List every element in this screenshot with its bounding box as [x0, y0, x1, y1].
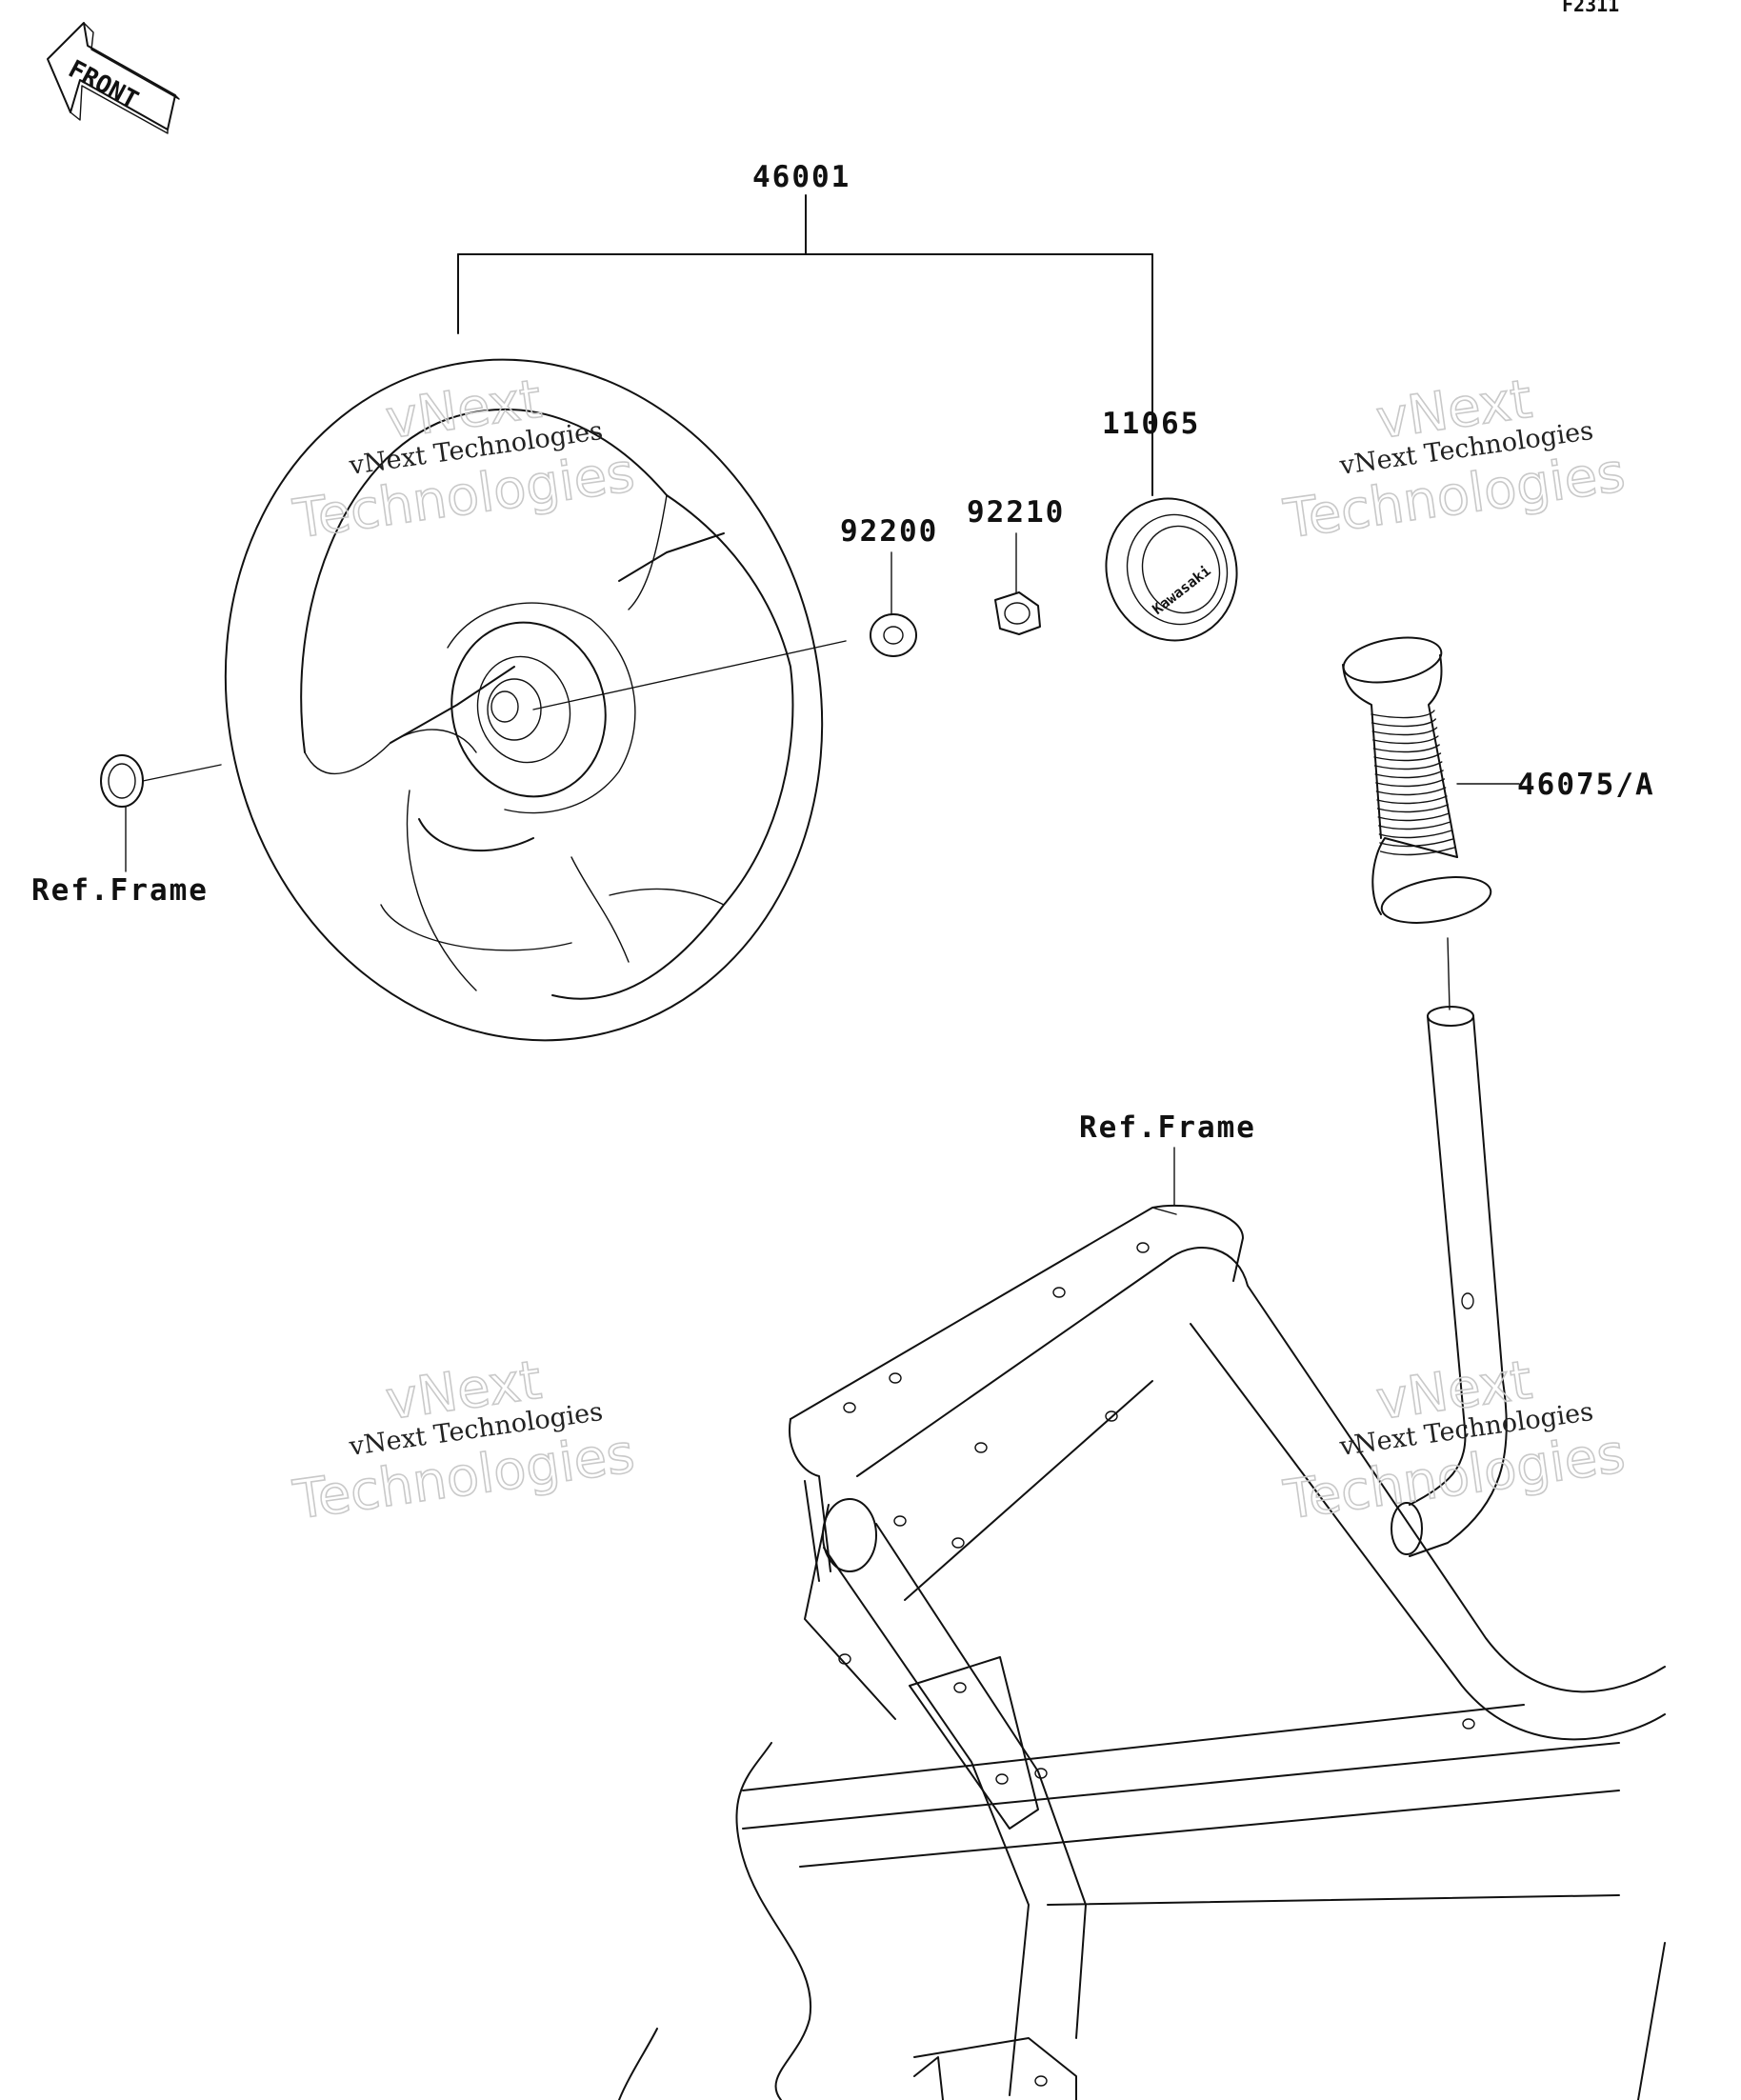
grip-rib: [1373, 761, 1443, 770]
grip-rib: [1378, 830, 1452, 839]
frame-hole: [953, 1682, 967, 1693]
part-number-92200[interactable]: 92200: [840, 514, 938, 549]
front-label: FRONT: [64, 55, 143, 115]
grip-46075a: [1342, 636, 1520, 924]
emblem-11065: Kawasaki: [1105, 437, 1238, 642]
part-number-11065[interactable]: 11065: [1102, 407, 1200, 441]
grip-rib: [1372, 744, 1440, 753]
part-number-92210[interactable]: 92210: [967, 495, 1065, 530]
frame-hole: [1034, 1768, 1048, 1779]
frame-hole: [1034, 2075, 1048, 2087]
leader-washer: [532, 640, 847, 710]
steering-wheel: [224, 358, 824, 1042]
grip-rib: [1379, 847, 1455, 856]
grip-rib: [1373, 752, 1442, 762]
grip-rib: [1375, 787, 1447, 796]
part-number-46075a[interactable]: 46075/A: [1517, 768, 1655, 802]
frame-hole: [843, 1402, 856, 1413]
vehicle-frame: [618, 1204, 1666, 2100]
grip-rib: [1371, 710, 1435, 719]
grip-ribs: [1371, 710, 1455, 856]
ref-frame-left[interactable]: Ref.Frame: [31, 873, 209, 908]
grip-rib: [1377, 812, 1451, 822]
frame-hole: [974, 1442, 988, 1453]
grip-rib: [1371, 727, 1438, 736]
frame-holes: [838, 1242, 1475, 2087]
grip-rib: [1376, 795, 1448, 805]
nut-92210: [994, 532, 1041, 635]
diagram-code: F2311: [1562, 0, 1619, 16]
frame-hole: [838, 1653, 851, 1665]
part-number-46001[interactable]: 46001: [752, 160, 850, 194]
lever-tube: [1391, 937, 1508, 1557]
grip-rib: [1379, 838, 1454, 848]
frame-hole: [893, 1515, 907, 1527]
frame-hole: [889, 1372, 902, 1384]
ref-frame-center[interactable]: Ref.Frame: [1079, 1110, 1256, 1145]
grip-rib: [1375, 778, 1446, 788]
grip-rib: [1371, 718, 1436, 728]
grip-rib: [1376, 804, 1449, 813]
left-washer: [100, 754, 222, 872]
frame-hole: [951, 1537, 965, 1549]
frame-hole: [995, 1773, 1009, 1785]
frame-hole: [1462, 1718, 1475, 1730]
front-arrow-icon: FRONT: [47, 22, 180, 134]
grip-rib: [1378, 821, 1451, 830]
grip-rib: [1374, 770, 1444, 779]
emblem-text: Kawasaki: [1150, 562, 1214, 618]
frame-hole: [1052, 1287, 1066, 1298]
grip-rib: [1372, 735, 1439, 745]
washer-92200: [870, 551, 917, 657]
frame-hole: [1136, 1242, 1150, 1253]
frame-hole: [1105, 1410, 1118, 1422]
